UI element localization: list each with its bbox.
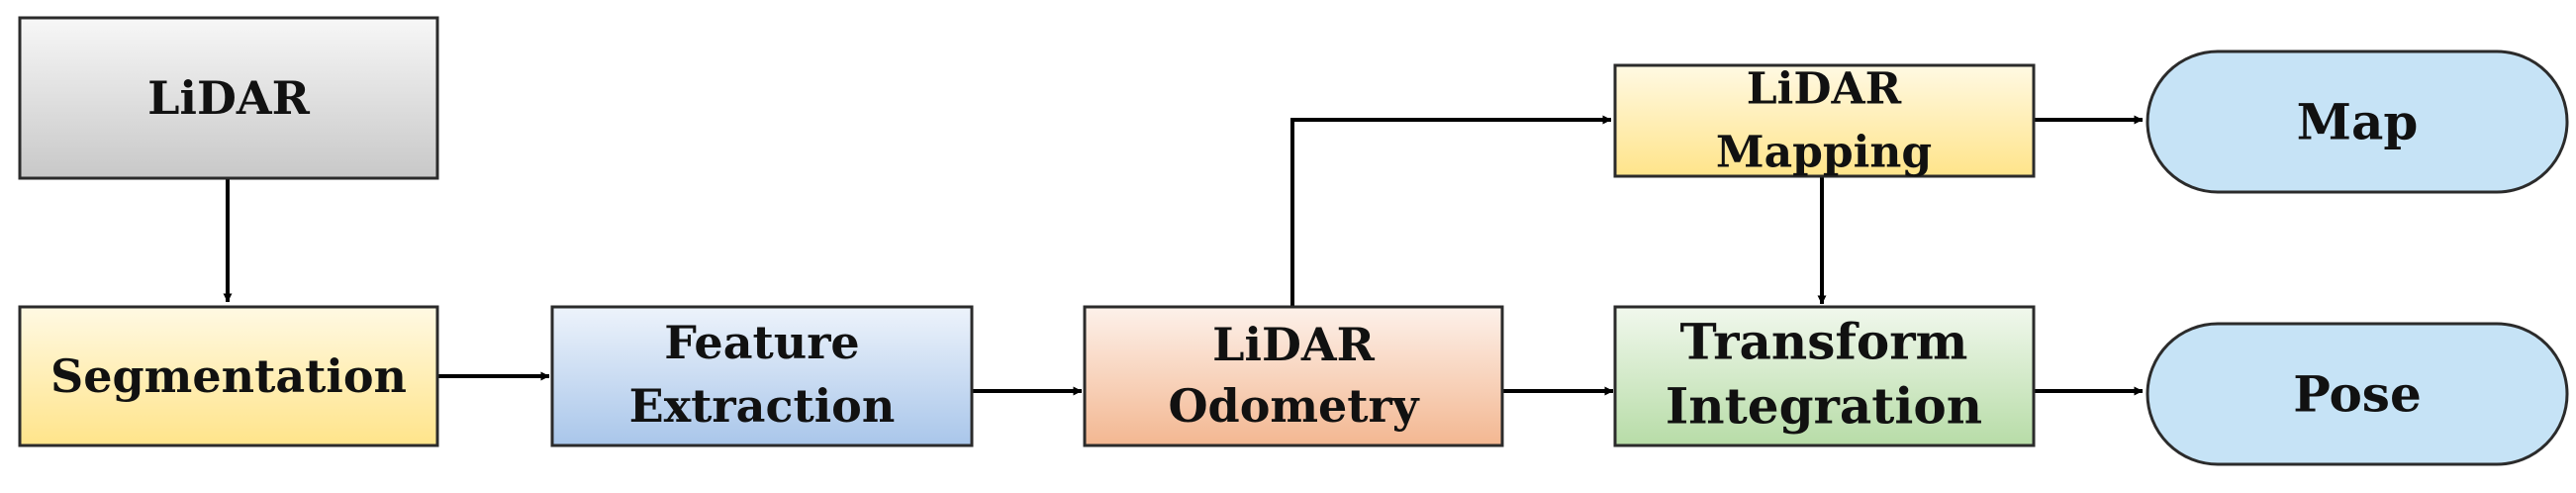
node-lidar-box	[18, 16, 439, 180]
node-lidar-mapping-label-line1: LiDAR	[1747, 64, 1902, 115]
edges	[223, 115, 2144, 396]
node-feature-extraction: Feature Extraction	[550, 305, 974, 447]
node-pose: Pose	[2146, 322, 2569, 466]
node-segmentation-label: Segmentation	[50, 349, 407, 403]
node-lidar-odometry-label-line2: Odometry	[1168, 379, 1419, 433]
node-lidar-odometry-box	[1083, 305, 1504, 447]
node-lidar-label: LiDAR	[147, 71, 310, 125]
node-lidar-odometry: LiDAR Odometry	[1083, 305, 1504, 447]
node-segmentation-box	[18, 305, 439, 447]
node-pose-box	[2146, 322, 2569, 466]
node-segmentation: Segmentation	[18, 305, 439, 447]
edge-lidar-odometry-to-lidar-mapping	[1290, 115, 1612, 307]
node-transform-integration: Transform Integration	[1613, 305, 2036, 447]
node-lidar-mapping: LiDAR Mapping	[1613, 63, 2036, 178]
node-feature-extraction-label-line1: Feature	[664, 316, 859, 369]
node-lidar: LiDAR	[18, 16, 439, 180]
node-map-box	[2146, 49, 2569, 194]
node-lidar-mapping-box	[1613, 63, 2036, 178]
node-transform-integration-box	[1613, 305, 2036, 447]
node-lidar-odometry-label-line1: LiDAR	[1212, 318, 1375, 371]
node-transform-integration-label-line2: Integration	[1666, 377, 1982, 436]
node-lidar-mapping-label-line2: Mapping	[1716, 128, 1932, 178]
node-map: Map	[2146, 49, 2569, 194]
node-pose-label: Pose	[2293, 365, 2422, 424]
node-feature-extraction-box	[550, 305, 974, 447]
node-feature-extraction-label-line2: Extraction	[629, 379, 896, 433]
node-map-label: Map	[2297, 93, 2419, 151]
node-transform-integration-label-line1: Transform	[1680, 313, 1968, 371]
